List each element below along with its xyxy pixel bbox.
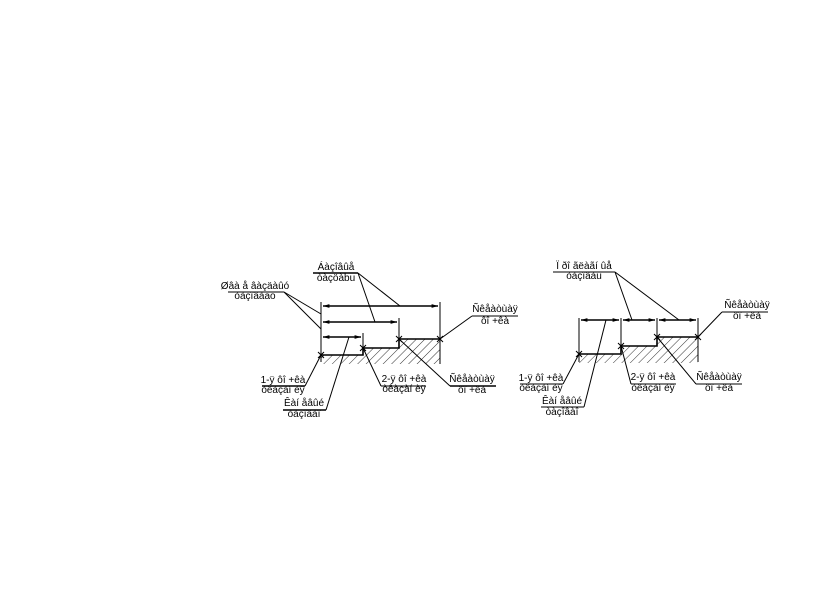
right-bl2-label-2: òàçîâàî <box>546 407 580 418</box>
right-bl1-label-2: òêàçàí èÿ <box>519 383 562 394</box>
left-top-label-2: òàçöàbu <box>317 273 355 284</box>
right-right-callout: Ñêåàòùàÿ ôî +êà <box>697 298 770 338</box>
right-ground-hatch <box>579 337 698 363</box>
left-bl1-label-1: 1-ÿ ôî +êà <box>261 375 306 386</box>
right-bl1-label-1: 1-ÿ ôî +êà <box>519 373 564 384</box>
left-br-callout: Ñêåàòùàÿ ôî +êà <box>398 338 496 396</box>
right-bl2-callout: Êàí åâûé òàçîâàî <box>541 319 607 418</box>
left-right-callout: Ñêåàòùàÿ ôî +êà <box>439 302 518 340</box>
right-br-label-1: Ñêåàòùàÿ <box>696 370 742 383</box>
left-bl1-callout: 1-ÿ ôî +êà òêàçàí èÿ <box>261 354 322 396</box>
left-bc-label-1: 2-ÿ ôî +êà <box>382 374 427 385</box>
left-left-label-2: òàçîâàao <box>234 291 276 302</box>
right-top-callout: Ï ðî ãëàãí ûå òàçîâàu <box>553 260 680 321</box>
left-left-label-1: Øâà å âàçäàûó <box>221 280 290 292</box>
right-br-callout: Ñêåàòùàÿ ôî +êà <box>656 336 742 394</box>
right-br-label-2: ôî +êà <box>705 383 734 394</box>
left-top-callout: Áàçîâûå òàçöàbu <box>313 260 401 323</box>
left-bl2-callout: Êàí åâûé òàçîâàî <box>283 336 350 420</box>
right-right-label-2: ôî +êà <box>733 311 762 322</box>
right-bc-label-2: òêàçàí èÿ <box>631 383 674 394</box>
left-step-profile <box>321 338 440 356</box>
right-top-label-2: òàçîâàu <box>566 271 602 282</box>
right-bc-label-1: 2-ÿ ôî +êà <box>631 372 676 383</box>
left-right-label-1: Ñêåàòùàÿ <box>472 302 518 315</box>
right-bc-callout: 2-ÿ ôî +êà òêàçàí èÿ <box>620 345 676 394</box>
right-diagram: Ï ðî ãëàãí ûå òàçîâàu Ñêåàòùàÿ ôî +êà 1-… <box>519 260 770 418</box>
left-left-callout: Øâà å âàçäàûó òàçîâàao <box>221 280 322 330</box>
right-right-label-1: Ñêåàòùàÿ <box>724 298 770 311</box>
left-right-label-2: ôî +êà <box>481 316 510 327</box>
left-bc-label-2: òêàçàí èÿ <box>382 384 425 395</box>
left-bl1-label-2: òêàçàí èÿ <box>261 385 304 396</box>
left-br-label-1: Ñêåàòùàÿ <box>449 372 495 385</box>
right-bl1-callout: 1-ÿ ôî +êà òêàçàí èÿ <box>519 353 580 394</box>
left-bc-callout: 2-ÿ ôî +êà òêàçàí èÿ <box>362 347 427 395</box>
left-top-label-1: Áàçîâûå <box>318 260 355 273</box>
left-diagram: Áàçîâûå òàçöàbu Øâà å âàçäàûó òàçîâàao Ñ… <box>221 260 518 420</box>
right-top-label-1: Ï ðî ãëàãí ûå <box>556 260 612 272</box>
left-bl2-label-1: Êàí åâûé <box>284 396 324 409</box>
right-step-profile <box>579 336 698 355</box>
right-bl2-label-1: Êàí åâûé <box>542 394 582 407</box>
left-bl2-label-2: òàçîâàî <box>288 409 322 420</box>
left-br-label-2: ôî +êà <box>458 385 487 396</box>
